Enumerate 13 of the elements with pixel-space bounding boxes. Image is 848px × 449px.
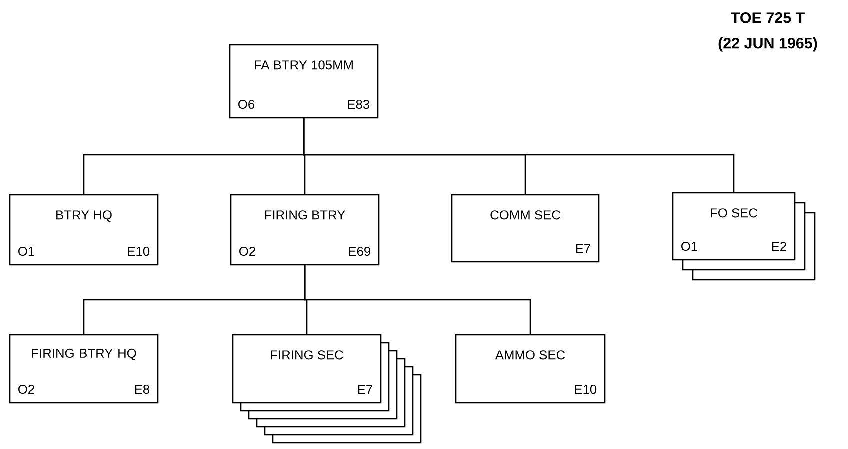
org-connector — [303, 118, 735, 192]
node-label: FIRING SEC — [271, 350, 344, 360]
org-connector — [304, 266, 532, 334]
document-heading: TOE 725 T — [731, 12, 805, 24]
unit-box: FA BTRY 105MM O6 E83 — [229, 44, 379, 119]
unit-box: FIRING BTRY O2 E69 — [230, 194, 380, 266]
unit-box: FIRING BTRY HQ O2 E8 — [9, 334, 159, 404]
stacked-unit-box: FO SEC O1 E2 — [672, 192, 816, 281]
unit-box: AMMO SEC E10 — [455, 334, 606, 404]
unit-box: BTRY HQ O1 E10 — [9, 194, 159, 266]
document-heading: (22 JUN 1965) — [718, 38, 818, 52]
stacked-unit-box: FIRING SEC E7 — [232, 334, 422, 444]
unit-box: COMM SEC E7 — [451, 194, 600, 263]
